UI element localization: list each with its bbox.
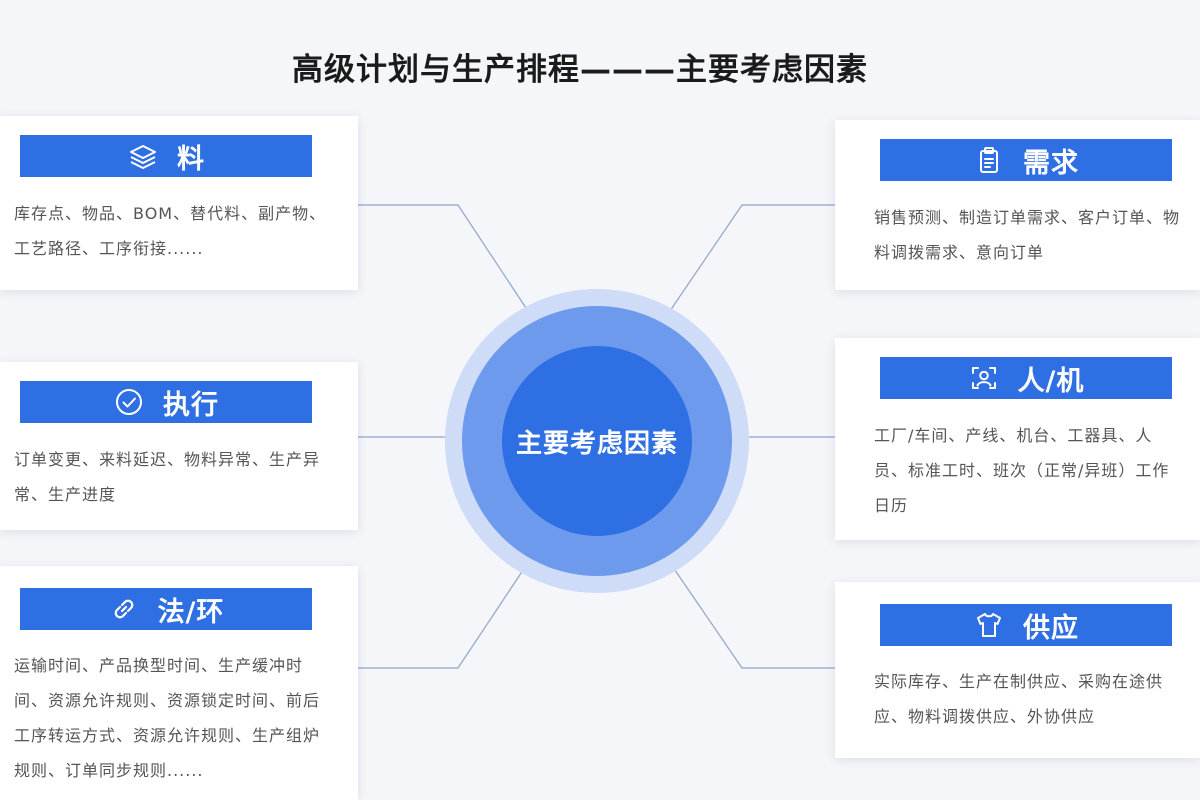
connector-demand [641,204,835,353]
card-people-text: 工厂/车间、产线、机台、工器具、人员、标准工时、班次（正常/异班）工作日历 [874,426,1170,515]
center-label: 主要考虑因素 [515,428,678,459]
card-demand: 需求 销售预测、制造订单需求、客户订单、物料调拨需求、意向订单 [835,120,1200,290]
card-people: 人/机 工厂/车间、产线、机台、工器具、人员、标准工时、班次（正常/异班）工作日… [835,338,1200,540]
card-method: 法/环 运输时间、产品换型时间、生产缓冲时间、资源允许规则、资源锁定时间、前后工… [0,566,358,800]
card-execution-title: 执行 [163,389,219,421]
card-material-title: 料 [177,143,205,175]
card-supply: 供应 实际库存、生产在制供应、采购在途供应、物料调拨供应、外协供应 [835,582,1200,758]
card-demand-header: 需求 [880,139,1172,181]
face-scan-icon [968,362,1000,394]
card-supply-title: 供应 [1023,612,1079,644]
card-execution: 执行 订单变更、来料延迟、物料异常、生产异常、生产进度 [0,362,358,530]
card-method-text: 运输时间、产品换型时间、生产缓冲时间、资源允许规则、资源锁定时间、前后工序转运方… [14,656,321,780]
card-execution-text: 订单变更、来料延迟、物料异常、生产异常、生产进度 [14,450,321,504]
card-execution-header: 执行 [20,381,312,423]
card-people-title: 人/机 [1017,365,1085,397]
card-supply-text: 实际库存、生产在制供应、采购在途供应、物料调拨供应、外协供应 [874,672,1164,726]
card-material-text: 库存点、物品、BOM、替代料、副产物、工艺路径、工序衔接...... [14,204,327,258]
card-demand-title: 需求 [1023,147,1079,179]
clipboard-icon [973,144,1005,176]
card-demand-text: 销售预测、制造订单需求、客户订单、物料调拨需求、意向订单 [874,208,1181,262]
page-title: 高级计划与生产排程———主要考虑因素 [292,52,868,88]
card-method-title: 法/环 [157,596,225,628]
check-circle-icon [113,386,145,418]
link-icon [108,593,140,625]
card-people-header: 人/机 [880,357,1172,399]
card-method-header: 法/环 [20,588,312,630]
shirt-icon [973,609,1005,641]
layers-icon [127,140,159,172]
card-supply-header: 供应 [880,604,1172,646]
card-material: 料 库存点、物品、BOM、替代料、副产物、工艺路径、工序衔接...... [0,116,358,290]
center-circle: 主要考虑因素 [502,346,692,536]
connector-material [358,204,556,353]
card-material-header: 料 [20,135,312,177]
